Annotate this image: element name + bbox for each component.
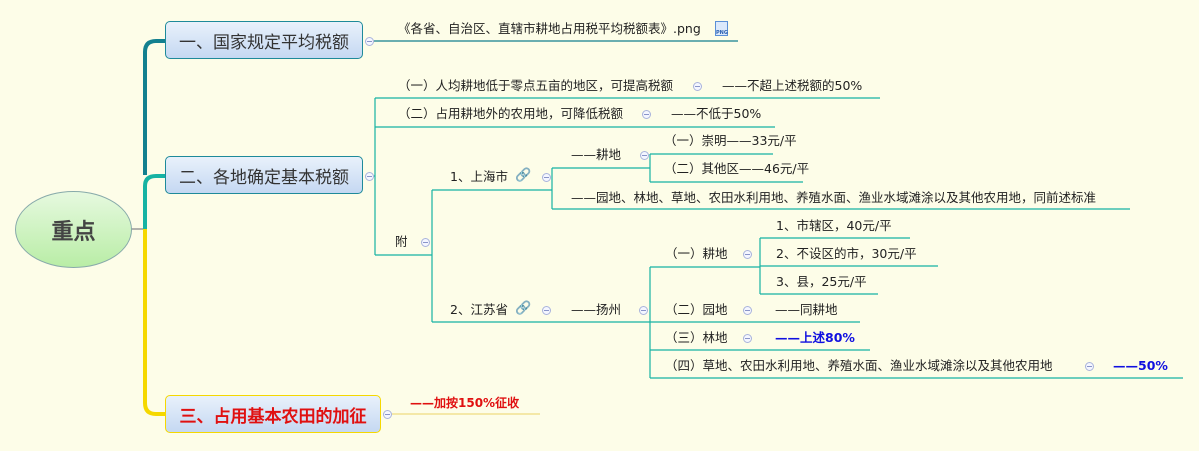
- collapse-toggle[interactable]: [639, 306, 648, 315]
- branch-label: 二、各地确定基本税额: [179, 167, 349, 188]
- node-county[interactable]: 3、县，25元/平: [776, 274, 867, 289]
- node-chongming[interactable]: （一）崇明——33元/平: [664, 133, 797, 148]
- collapse-toggle[interactable]: [743, 250, 752, 259]
- node-forest-note[interactable]: ——上述80%: [775, 330, 855, 345]
- node-appendix[interactable]: 附: [395, 234, 408, 249]
- branch-label: 三、占用基本农田的加征: [179, 406, 367, 427]
- node-forest[interactable]: （三）林地: [665, 330, 728, 345]
- node-garden[interactable]: （二）园地: [665, 302, 728, 317]
- root-label: 重点: [51, 219, 96, 245]
- collapse-toggle[interactable]: [693, 82, 702, 91]
- node-jiangsu[interactable]: 2、江苏省: [450, 302, 508, 317]
- collapse-toggle[interactable]: [640, 151, 649, 160]
- node-lower-tax[interactable]: （二）占用耕地外的农用地，可降低税额: [398, 106, 624, 121]
- branch-local-base-tax[interactable]: 二、各地确定基本税额: [165, 156, 363, 194]
- branch-label: 一、国家规定平均税额: [179, 32, 349, 53]
- node-js-farmland[interactable]: （一）耕地: [665, 246, 728, 261]
- attachment-link[interactable]: 《各省、自治区、直辖市耕地占用税平均税额表》.png: [398, 21, 701, 36]
- node-garden-note[interactable]: ——同耕地: [775, 302, 838, 317]
- collapse-toggle[interactable]: [542, 173, 551, 182]
- link-icon[interactable]: 🔗: [515, 301, 532, 316]
- root-node[interactable]: 重点: [15, 191, 132, 268]
- node-lower-limit[interactable]: ——不低于50%: [671, 106, 762, 121]
- node-sh-other-land[interactable]: ——园地、林地、草地、农田水利用地、养殖水面、渔业水域滩涂以及其他农用地，同前述…: [571, 190, 1097, 205]
- png-file-icon[interactable]: PNG: [715, 21, 728, 36]
- collapse-toggle[interactable]: [743, 334, 752, 343]
- node-other-districts[interactable]: （二）其他区——46元/平: [664, 161, 810, 176]
- collapse-toggle[interactable]: [365, 37, 374, 46]
- collapse-toggle[interactable]: [421, 238, 430, 247]
- collapse-toggle[interactable]: [383, 410, 392, 419]
- node-surcharge-note[interactable]: ——加按150%征收: [410, 396, 520, 410]
- node-district[interactable]: 1、市辖区，40元/平: [776, 218, 892, 233]
- collapse-toggle[interactable]: [1085, 362, 1094, 371]
- collapse-toggle[interactable]: [642, 110, 651, 119]
- node-city[interactable]: 2、不设区的市，30元/平: [776, 246, 917, 261]
- collapse-toggle[interactable]: [542, 306, 551, 315]
- node-raise-tax[interactable]: （一）人均耕地低于零点五亩的地区，可提高税额: [398, 78, 674, 93]
- branch-national-average-tax[interactable]: 一、国家规定平均税额: [165, 21, 363, 59]
- collapse-toggle[interactable]: [365, 172, 374, 181]
- link-icon[interactable]: 🔗: [515, 168, 532, 183]
- node-raise-limit[interactable]: ——不超上述税额的50%: [722, 78, 863, 93]
- node-yangzhou[interactable]: ——扬州: [571, 302, 622, 317]
- node-sh-farmland[interactable]: ——耕地: [571, 147, 622, 162]
- node-grassland[interactable]: （四）草地、农田水利用地、养殖水面、渔业水域滩涂以及其他农用地: [665, 358, 1053, 373]
- node-shanghai[interactable]: 1、上海市: [450, 169, 508, 184]
- collapse-toggle[interactable]: [743, 306, 752, 315]
- branch-basic-farmland-surcharge[interactable]: 三、占用基本农田的加征: [165, 395, 381, 433]
- node-grassland-note[interactable]: ——50%: [1113, 358, 1168, 373]
